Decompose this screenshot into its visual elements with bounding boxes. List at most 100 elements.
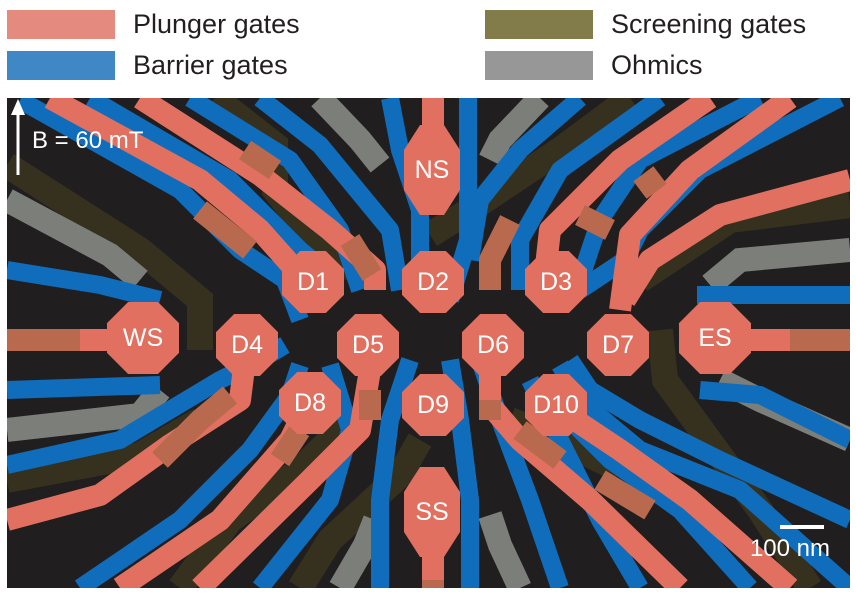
- sensor-es: ES: [679, 302, 751, 374]
- legend-plunger: Plunger gates: [7, 9, 300, 39]
- overlap: [513, 421, 567, 469]
- overlap: [270, 423, 310, 467]
- sensor-ss: SS: [404, 467, 460, 557]
- screening-gate: [7, 154, 213, 350]
- ohmic: [479, 98, 549, 166]
- barrier-gate: [7, 376, 161, 399]
- legend-label-plunger: Plunger gates: [133, 9, 300, 39]
- sensor-label: NS: [415, 156, 450, 184]
- barrier-gate: [699, 381, 850, 449]
- dot-d9: D9: [402, 374, 464, 436]
- sensor-shape: [404, 125, 460, 215]
- dot-shape: [525, 374, 587, 436]
- overlap: [633, 166, 667, 199]
- sensor-dots: NS WS ES SS: [107, 125, 751, 557]
- dot-shape: [282, 251, 344, 313]
- plunger-lead: [481, 397, 688, 588]
- dot-d10: D10: [525, 374, 587, 436]
- dot-d8: D8: [279, 372, 341, 434]
- dot-label: D5: [352, 331, 384, 359]
- scale-bar: 100 nm: [750, 525, 830, 562]
- overlap: [193, 201, 257, 259]
- legend-barrier: Barrier gates: [7, 50, 288, 80]
- legend-swatch-plunger: [7, 9, 115, 39]
- sensor-label: ES: [698, 324, 731, 352]
- screening-gate: [423, 98, 638, 247]
- overlap: [238, 140, 282, 180]
- dot-d6: D6: [462, 314, 524, 376]
- screening-gate: [288, 433, 432, 588]
- ohmic: [7, 189, 148, 290]
- scale-bar-line: [780, 525, 824, 529]
- dot-shape: [525, 251, 587, 313]
- dot-label: D9: [417, 391, 449, 419]
- dot-shape: [402, 251, 464, 313]
- dot-shape: [216, 314, 278, 376]
- plunger-lead: [615, 169, 850, 306]
- sensor-shape: [107, 302, 179, 374]
- overlap: [575, 205, 615, 240]
- dot-label: D7: [602, 331, 634, 359]
- legend-label-ohmics: Ohmics: [611, 50, 703, 80]
- sensor-label: WS: [123, 324, 163, 352]
- dot-shape: [462, 314, 524, 376]
- screening-gate: [169, 410, 360, 588]
- sensor-ns: NS: [404, 125, 460, 215]
- dot-label: D2: [417, 268, 449, 296]
- barrier-gate: [461, 98, 586, 262]
- dot-shape: [587, 314, 649, 376]
- ohmic: [7, 382, 170, 442]
- overlap: [152, 386, 238, 468]
- legend-label-barrier: Barrier gates: [133, 50, 288, 80]
- dot-shape: [402, 374, 464, 436]
- sensor-shape: [404, 467, 460, 557]
- plunger-lead: [44, 98, 309, 283]
- legend-swatch-barrier: [7, 50, 115, 80]
- ohmic: [478, 511, 531, 588]
- legend-screening: Screening gates: [485, 9, 807, 39]
- dot-shape: [279, 372, 341, 434]
- legend-ohmics: Ohmics: [485, 50, 703, 80]
- dot-d3: D3: [525, 251, 587, 313]
- sensor-ws: WS: [107, 302, 179, 374]
- dot-label: D10: [533, 391, 579, 419]
- barrier-gate: [571, 98, 765, 283]
- dot-label: D6: [477, 331, 509, 359]
- overlap: [340, 234, 382, 281]
- barrier-gate: [511, 98, 666, 290]
- overlap: [594, 470, 656, 520]
- barrier-gate: [562, 355, 850, 529]
- plunger-screening-overlaps: [7, 140, 850, 588]
- dot-d5: D5: [337, 314, 399, 376]
- ohmic: [311, 98, 390, 173]
- plunger-lead: [609, 98, 797, 312]
- sensor-label: SS: [415, 498, 448, 526]
- scale-bar-label: 100 nm: [750, 535, 830, 562]
- dot-d7: D7: [587, 314, 649, 376]
- dot-d4: D4: [216, 314, 278, 376]
- dot-d2: D2: [402, 251, 464, 313]
- legend-swatch-ohmics: [485, 50, 593, 80]
- field-label: B = 60 mT: [32, 127, 144, 154]
- dot-label: D1: [297, 268, 329, 296]
- field-arrow-icon: [11, 99, 25, 115]
- dot-d1: D1: [282, 251, 344, 313]
- legend-swatch-screening: [485, 9, 593, 39]
- barrier-gate: [371, 357, 419, 588]
- legend-label-screening: Screening gates: [611, 9, 807, 39]
- overlap: [479, 215, 520, 290]
- field-indicator: B = 60 mT: [11, 99, 144, 175]
- plunger-lead: [134, 98, 386, 290]
- barrier-gate: [7, 261, 163, 309]
- dot-shape: [337, 314, 399, 376]
- dot-label: D8: [294, 389, 326, 417]
- dot-label: D4: [231, 331, 263, 359]
- plunger-lead: [553, 400, 798, 588]
- screening-gate: [647, 328, 821, 588]
- dot-label: D3: [540, 268, 572, 296]
- ohmic: [702, 238, 850, 295]
- sensor-shape: [679, 302, 751, 374]
- barrier-gate: [254, 98, 409, 292]
